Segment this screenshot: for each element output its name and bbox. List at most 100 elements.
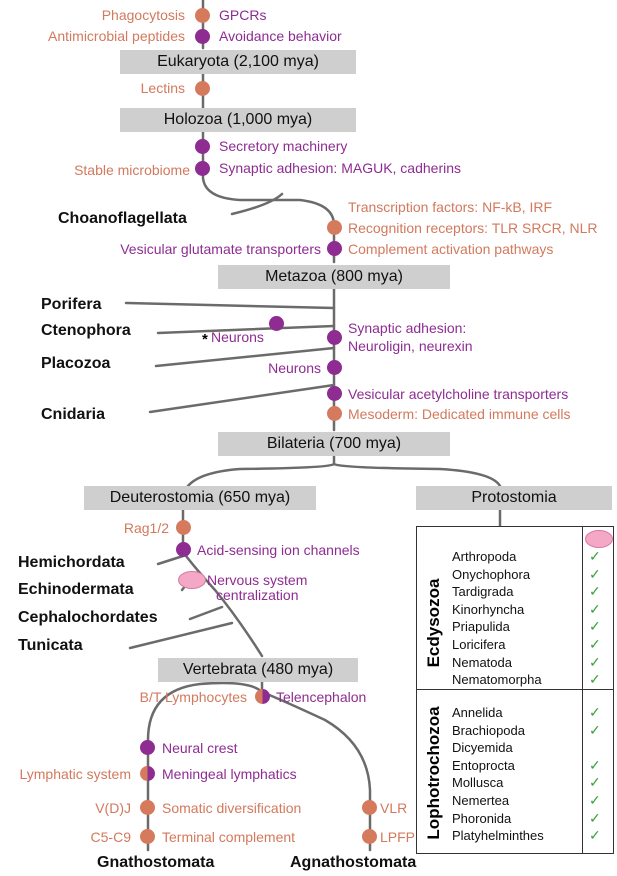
taxon-gnathostomata: Gnathostomata (97, 854, 215, 871)
trunk-holozoa-metazoa (201, 130, 336, 264)
phylum-name: Nemertea (452, 793, 510, 808)
bilateria-split (186, 454, 336, 488)
somatic-label: Somatic diversification (162, 800, 302, 816)
secretory-label: Secretory machinery (219, 138, 348, 154)
c5c9-label: C5-C9 (90, 829, 131, 845)
immune-trait-dot (195, 8, 210, 23)
phagocytosis-label: Phagocytosis (101, 7, 185, 23)
neural-trait-dot (195, 139, 210, 154)
gpcrs-label: GPCRs (219, 7, 267, 23)
column-divider (582, 527, 583, 853)
check-icon: ✓ (589, 618, 601, 635)
phylum-name: Annelida (452, 705, 503, 720)
bt-lymphocytes-label: B/T Lymphocytes (139, 689, 247, 705)
deuterostome-trunk (181, 508, 264, 658)
neural-trait-dot (327, 241, 342, 256)
branch-cnidaria (148, 383, 336, 414)
check-icon: ✓ (589, 774, 601, 791)
vlr-label: VLR (380, 800, 408, 816)
phylum-name: Dicyemida (452, 740, 513, 756)
check-icon: ✓ (589, 636, 601, 652)
ns-centralization-label-2: centralization (216, 587, 299, 603)
taxon-cnidaria: Cnidaria (41, 406, 106, 423)
vdj-label: V(D)J (95, 800, 131, 816)
check-icon: ✓ (589, 653, 601, 670)
immune-trait-dot (327, 406, 342, 421)
bilateria-right (332, 462, 502, 488)
check-icon: ✓ (589, 827, 601, 844)
check-icon: ✓ (589, 721, 601, 738)
taxon-porifera: Porifera (41, 296, 102, 313)
antimicrobial-label: Antimicrobial peptides (48, 28, 185, 44)
immune-trait-dot (195, 81, 210, 96)
lophotrochozoa-label: Lophotrochozoa (424, 706, 443, 840)
group-divider (417, 689, 613, 690)
holozoa-box: Holozoa (1,000 mya) (120, 108, 356, 132)
meningeal-label: Meningeal lymphatics (162, 766, 297, 782)
immune-trait-dot (140, 800, 155, 815)
ns-centralization-label-1: Nervous system (207, 572, 308, 588)
dual-trait-dot (255, 689, 270, 704)
asic-label: Acid-sensing ion channels (197, 542, 360, 558)
check-icon: ✓ (589, 704, 601, 720)
phylum-name: Nematomorpha (452, 672, 542, 688)
phylum-name: Kinorhyncha (452, 601, 525, 617)
vglut-label: Vesicular glutamate transporters (120, 241, 321, 257)
neural-trait-dot (195, 29, 210, 44)
vertebrata-box: Vertebrata (480 mya) (158, 658, 358, 682)
check-icon: ✓ (589, 671, 601, 688)
phylum-name: Mollusca (452, 775, 504, 791)
lpfp-label: LPFP (380, 829, 416, 845)
check-icon: ✓ (589, 792, 601, 808)
check-icon: ✓ (589, 565, 601, 582)
protostome-phyla-table: Ecdysozoa Lophotrochozoa Arthropoda✓Onyc… (416, 526, 614, 854)
neural-trait-dot (140, 740, 155, 755)
avoidance-label: Avoidance behavior (219, 28, 342, 44)
check-icon: ✓ (589, 548, 601, 564)
bilateria-box: Bilateria (700 mya) (218, 432, 450, 456)
immune-trait-dot (176, 520, 191, 535)
rag-label: Rag1/2 (123, 520, 169, 536)
protostomia-box: Protostomia (416, 486, 612, 510)
immune-trait-dot (140, 829, 155, 844)
immune-trait-dot (362, 800, 377, 815)
phylum-name: Brachiopoda (452, 722, 525, 738)
synaptic-maguk-label: Synaptic adhesion: MAGUK, cadherins (219, 160, 462, 176)
taxon-agnathostomata: Agnathostomata (290, 854, 417, 871)
complement-label: Complement activation pathways (348, 241, 554, 257)
phylum-name: Tardigrada (452, 584, 514, 600)
lectins-label: Lectins (140, 80, 185, 96)
phylum-name: Priapulida (452, 619, 510, 635)
agnathostome-branch (260, 690, 372, 852)
taxon-ctenophora: Ctenophora (41, 322, 131, 339)
asterisk: * (202, 331, 208, 348)
branch-choanoflagellata (230, 192, 284, 216)
phylum-name: Platyhelminthes (452, 828, 544, 844)
phylum-name: Arthropoda (452, 549, 517, 564)
immune-trait-dot (327, 220, 342, 235)
branch-cephalochordates (188, 605, 224, 621)
check-icon: ✓ (589, 583, 601, 600)
eukaryota-box: Eukaryota (2,100 mya) (120, 50, 356, 74)
taxon-choanoflagellata: Choanoflagellata (58, 210, 187, 227)
phylum-name: Loricifera (452, 637, 506, 652)
phylum-name: Phoronida (452, 810, 512, 826)
metazoa-box: Metazoa (800 mya) (218, 265, 450, 289)
stable-microbiome-label: Stable microbiome (74, 162, 190, 178)
branch-tunicata (128, 621, 234, 650)
ecdysozoa-label: Ecdysozoa (424, 578, 443, 668)
neural-trait-dot (327, 386, 342, 401)
lymphatic-label: Lymphatic system (19, 766, 131, 782)
branch-ctenophora (156, 324, 336, 335)
branch-placozoa (154, 346, 336, 368)
taxon-tunicata: Tunicata (18, 637, 83, 654)
branch-porifera (124, 301, 336, 310)
immune-trait-dot (362, 829, 377, 844)
neural-trait-dot (195, 161, 210, 176)
dual-trait-dot (140, 766, 155, 781)
neural-trait-dot (176, 542, 191, 557)
check-icon: ✓ (589, 600, 601, 617)
telencephalon-label: Telencephalon (276, 689, 367, 705)
